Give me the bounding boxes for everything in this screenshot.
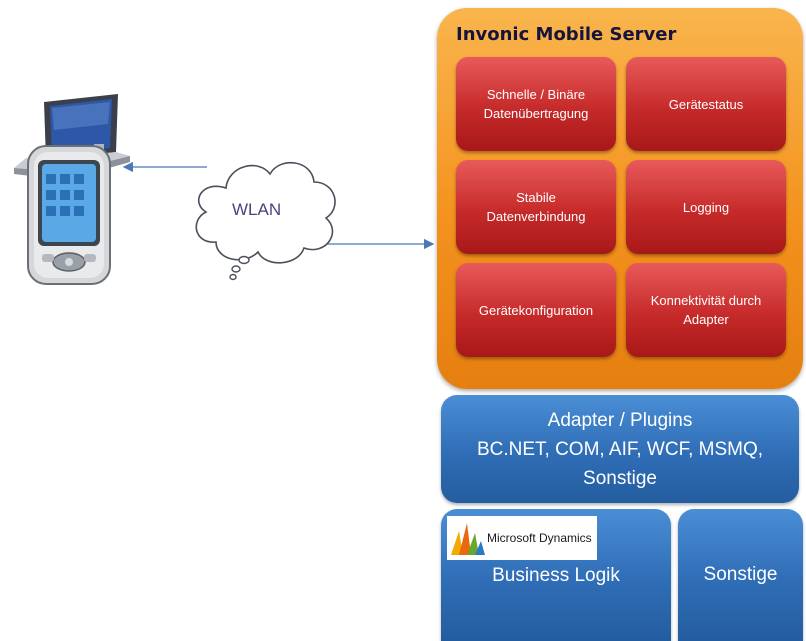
adapter-title: Adapter / Plugins bbox=[547, 409, 693, 431]
adapter-other: Sonstige bbox=[583, 467, 657, 489]
wlan-cloud-icon bbox=[195, 161, 336, 281]
feature-adapter-connectivity: Konnektivität durch Adapter bbox=[626, 263, 786, 357]
pda-icon bbox=[27, 145, 111, 285]
feature-stable-connection: Stabile Datenverbindung bbox=[456, 160, 616, 254]
microsoft-dynamics-logo: Microsoft Dynamics bbox=[447, 516, 597, 560]
feature-device-configuration: Gerätekonfiguration bbox=[456, 263, 616, 357]
other-label: Sonstige bbox=[703, 564, 778, 585]
business-logic-label: Business Logik bbox=[492, 565, 620, 586]
adapter-plugins-block: Adapter / Plugins BC.NET, COM, AIF, WCF,… bbox=[441, 395, 799, 503]
business-logic-block: Microsoft Dynamics Business Logik bbox=[441, 509, 671, 641]
feature-device-status: Gerätestatus bbox=[626, 57, 786, 151]
feature-fast-binary-transfer: Schnelle / Binäre Datenübertragung bbox=[456, 57, 616, 151]
microsoft-dynamics-text: Microsoft Dynamics bbox=[487, 531, 592, 545]
wlan-label: WLAN bbox=[232, 200, 282, 219]
mobile-devices-icon bbox=[14, 94, 130, 285]
dynamics-bars-icon bbox=[451, 523, 485, 555]
other-block: Sonstige bbox=[678, 509, 803, 641]
adapter-list: BC.NET, COM, AIF, WCF, MSMQ, bbox=[476, 438, 764, 460]
feature-logging: Logging bbox=[626, 160, 786, 254]
server-title: Invonic Mobile Server bbox=[456, 24, 677, 45]
